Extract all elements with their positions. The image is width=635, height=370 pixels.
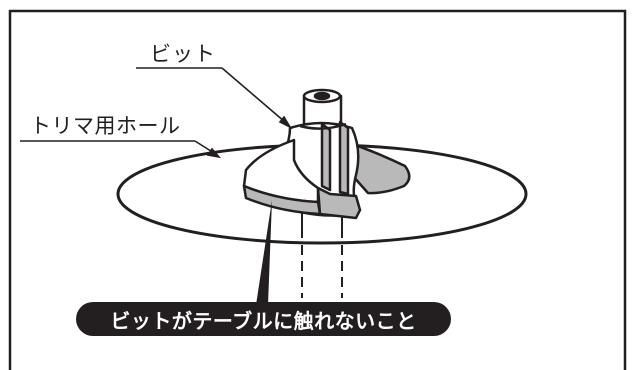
router-hole-label: トリマ用ホール [30, 114, 181, 138]
router-bit [242, 88, 411, 220]
hole-leader [20, 140, 222, 159]
warning-callout: ビットがテーブルに触れないこと [76, 302, 451, 336]
bit-shoulder [299, 122, 347, 130]
bit-shank-bore [313, 91, 331, 101]
bit-groove [320, 122, 332, 192]
warning-pointer [256, 200, 272, 305]
bit-label: ビット [150, 42, 216, 66]
bit-front-plate [316, 186, 362, 220]
frame [8, 9, 627, 370]
bit-groove-2 [338, 120, 350, 196]
bit-axis-dashed-lines [301, 245, 343, 298]
bit-leader [136, 67, 293, 129]
